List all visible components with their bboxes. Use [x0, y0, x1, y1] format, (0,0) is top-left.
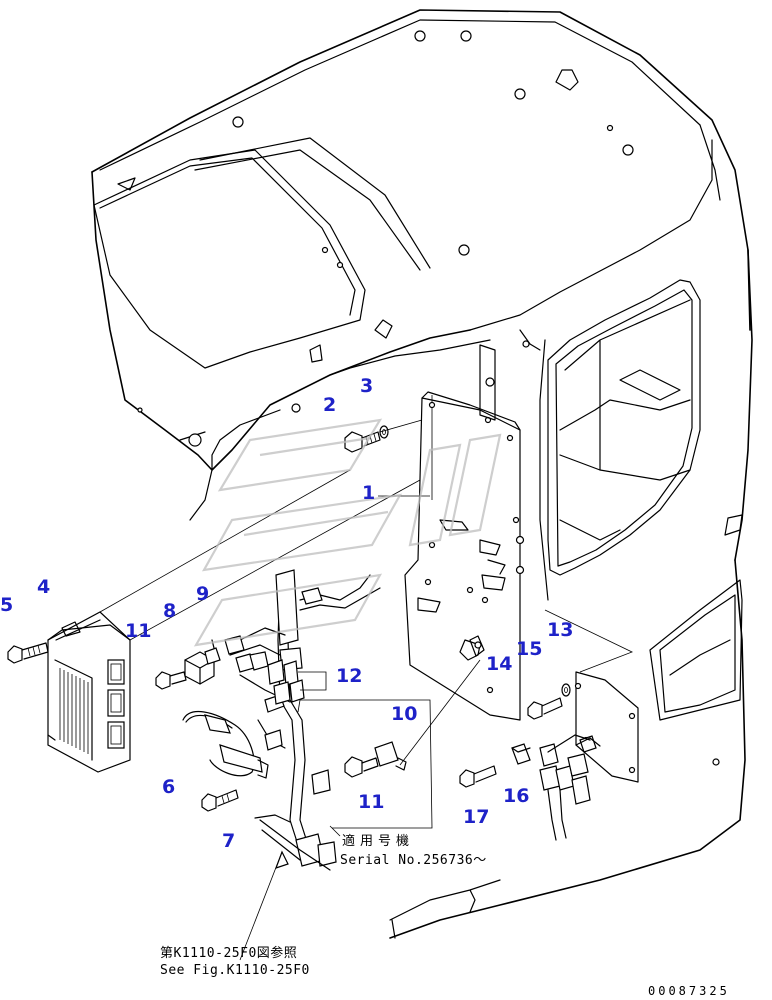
- callout-6: 6: [162, 776, 176, 798]
- callout-3: 3: [360, 375, 374, 397]
- callout-14: 14: [486, 653, 513, 675]
- cab-body-outline: [91, 9, 751, 521]
- watermark-logo: [193, 418, 502, 647]
- relay-16: [511, 743, 531, 765]
- callout-13: 13: [547, 619, 574, 641]
- callout-7: 7: [222, 830, 236, 852]
- callout-16: 16: [503, 785, 530, 807]
- panel-plate-1: [404, 344, 525, 721]
- harness-6: [182, 711, 269, 779]
- reference-note-jp: 第K1110-25F0図参照: [160, 946, 298, 961]
- callout-8: 8: [163, 600, 177, 622]
- bolt-7: [201, 789, 239, 812]
- bolt-5: [7, 642, 49, 664]
- callout-5: 5: [0, 594, 14, 616]
- bolt-11-lower: [344, 756, 379, 778]
- serial-note-en: Serial No.256736～: [340, 853, 487, 868]
- harness-right: [539, 734, 601, 841]
- callout-15: 15: [516, 638, 543, 660]
- leader-lines: [239, 495, 430, 961]
- connector-9: [204, 639, 221, 665]
- bolt-17: [459, 765, 497, 788]
- callout-11-upper: 11: [125, 620, 152, 642]
- callout-2: 2: [323, 394, 337, 416]
- callout-11-lower: 11: [358, 791, 385, 813]
- washer-15: [561, 683, 571, 697]
- serial-note-jp: 適用号機: [342, 834, 415, 849]
- callout-4: 4: [37, 576, 51, 598]
- callout-9: 9: [196, 583, 210, 605]
- reference-note-en: See Fig.K1110-25F0: [160, 963, 310, 978]
- callout-1: 1: [362, 482, 376, 504]
- switch-10: [374, 741, 407, 771]
- callout-12: 12: [336, 665, 363, 687]
- callout-10: 10: [391, 703, 418, 725]
- document-number: 00087325: [648, 984, 730, 998]
- callout-17: 17: [463, 806, 490, 828]
- bolt-11-upper: [155, 671, 187, 690]
- cab-right-side: [389, 249, 753, 939]
- bolt-15: [527, 697, 563, 720]
- controller-4: [47, 611, 131, 773]
- bracket-14: [469, 635, 485, 657]
- main-harness: [224, 569, 381, 871]
